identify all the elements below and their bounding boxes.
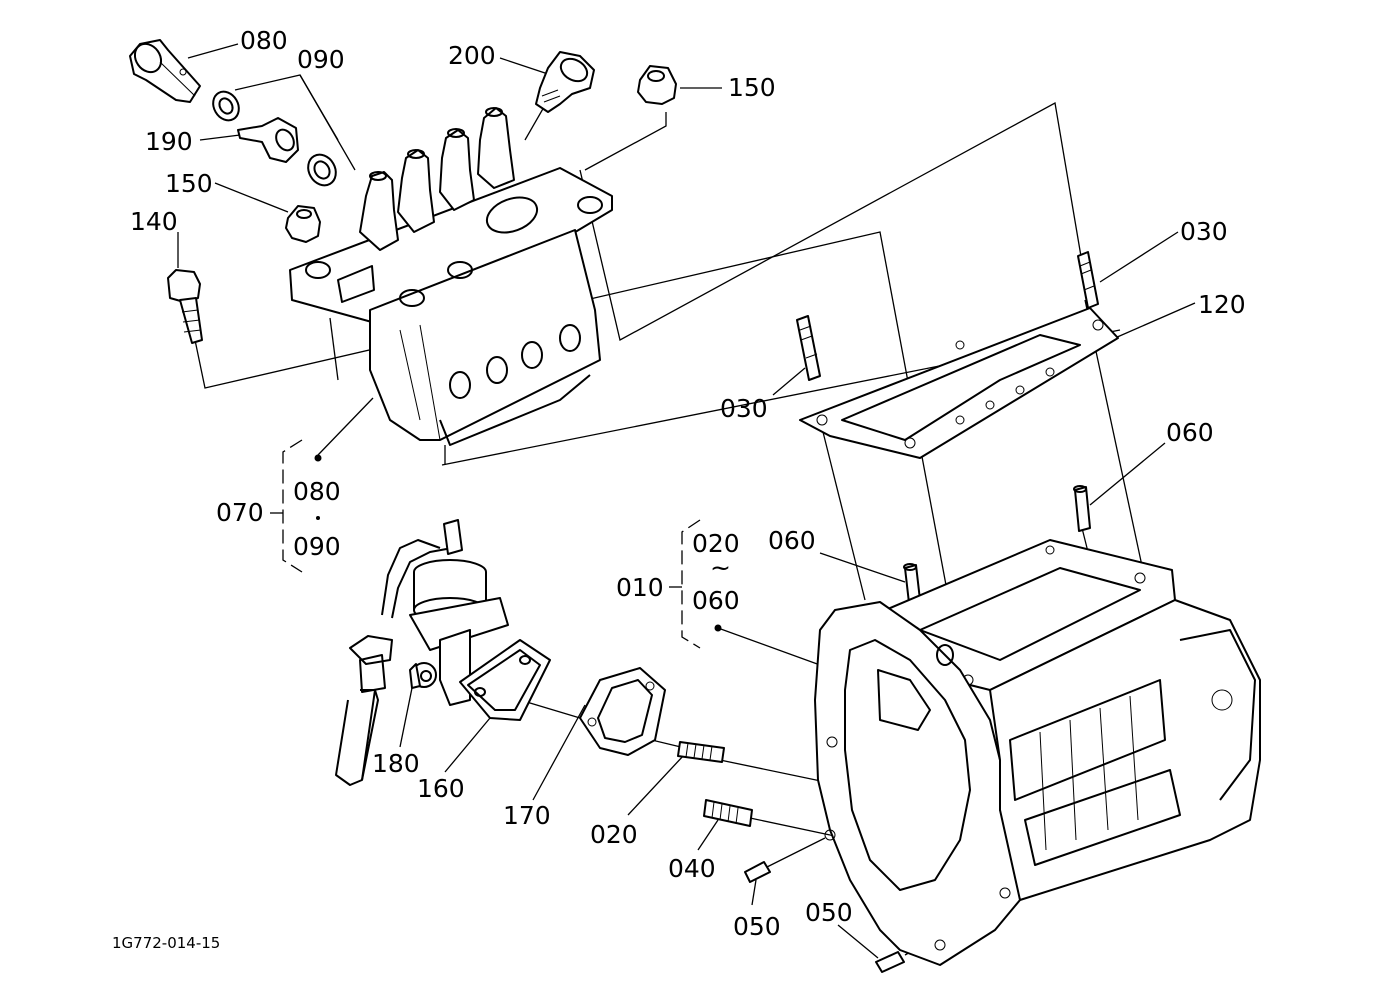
label-tilde: ~ <box>710 553 731 582</box>
label-060-right: 060 <box>1166 418 1214 447</box>
label-020: 020 <box>590 820 638 849</box>
label-020-range: 020 <box>692 529 740 558</box>
part-labels: 080 090 200 150 190 150 140 030 120 030 … <box>112 26 1246 952</box>
label-050-right: 050 <box>805 898 853 927</box>
fuel-feed-pump-icon <box>335 519 551 786</box>
stud-icon <box>703 799 753 827</box>
banjo-bolt-icon <box>129 39 201 103</box>
stud-icon <box>796 315 821 381</box>
label-030-mid: 030 <box>720 394 768 423</box>
label-070: 070 <box>216 498 264 527</box>
banjo-fitting-icon <box>237 117 299 163</box>
pin-icon <box>875 951 905 973</box>
label-190: 190 <box>145 127 193 156</box>
drawing-number: 1G772-014-15 <box>112 934 220 952</box>
fuel-injection-pump-icon <box>289 107 613 446</box>
nut-icon <box>285 205 321 243</box>
bolt-icon <box>167 269 203 344</box>
pin-icon <box>744 861 771 883</box>
plug-icon <box>409 662 437 689</box>
label-010: 010 <box>616 573 664 602</box>
label-170: 170 <box>503 801 551 830</box>
label-090-group: 090 <box>293 532 341 561</box>
stud-icon <box>1077 251 1099 309</box>
label-150-left: 150 <box>165 169 213 198</box>
label-150-top: 150 <box>728 73 776 102</box>
pin-icon <box>1073 485 1091 532</box>
stud-icon <box>677 741 725 763</box>
label-160: 160 <box>417 774 465 803</box>
label-040: 040 <box>668 854 716 883</box>
gasket-icon <box>579 667 666 756</box>
label-080-top: 080 <box>240 26 288 55</box>
label-030-right: 030 <box>1180 217 1228 246</box>
washer-icon <box>212 90 240 122</box>
washer-icon <box>307 153 337 187</box>
label-050-left: 050 <box>733 912 781 941</box>
label-200: 200 <box>448 41 496 70</box>
group-brackets <box>270 439 722 649</box>
label-080-group: 080 <box>293 477 341 506</box>
label-060-range: 060 <box>692 586 740 615</box>
nut-icon <box>637 65 677 105</box>
delivery-valve-holder-icon <box>535 51 595 113</box>
gear-case-icon <box>814 539 1261 966</box>
label-140: 140 <box>130 207 178 236</box>
label-180: 180 <box>372 749 420 778</box>
label-120: 120 <box>1198 290 1246 319</box>
label-090-top: 090 <box>297 45 345 74</box>
label-060-mid: 060 <box>768 526 816 555</box>
gasket-icon <box>799 307 1119 459</box>
